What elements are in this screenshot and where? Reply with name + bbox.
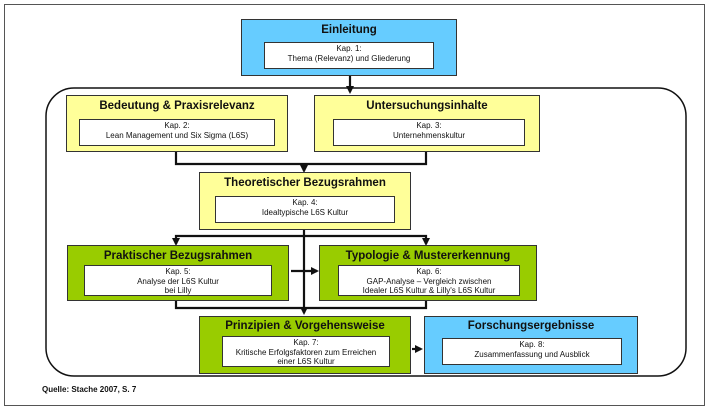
chapter-text: Idealer L6S Kultur & Lilly's L6S Kultur	[362, 286, 496, 295]
block-content: Kap. 8: Zusammenfassung und Ausblick	[442, 338, 622, 365]
chapter-text: Unternehmenskultur	[392, 130, 466, 140]
block-prinzipien: Prinzipien & Vorgehensweise Kap. 7: Krit…	[199, 316, 411, 374]
chapter-text: Thema (Relevanz) und Gliederung	[287, 53, 411, 63]
figure-frame	[4, 4, 705, 406]
chapter-text: Lean Management und Six Sigma (L6S)	[105, 130, 249, 140]
block-content: Kap. 5: Analyse der L6S Kultur bei Lilly	[84, 265, 272, 296]
chapter-text: Zusammenfassung und Ausblick	[474, 349, 590, 359]
block-content: Kap. 3: Unternehmenskultur	[333, 119, 525, 146]
block-forschung: Forschungsergebnisse Kap. 8: Zusammenfas…	[424, 316, 638, 374]
chapter-text: Idealtypische L6S Kultur	[261, 207, 349, 217]
block-title: Typologie & Mustererkennung	[345, 250, 511, 262]
block-content: Kap. 2: Lean Management und Six Sigma (L…	[79, 119, 275, 146]
block-title: Theoretischer Bezugsrahmen	[224, 177, 386, 189]
chapter-text: Kritische Erfolgsfaktoren zum Erreichen	[235, 347, 377, 357]
source-note: Quelle: Stache 2007, S. 7	[42, 385, 137, 394]
block-title: Prinzipien & Vorgehensweise	[225, 320, 385, 332]
connector-kap5-kap6-join	[174, 301, 428, 310]
block-content: Kap. 1: Thema (Relevanz) und Gliederung	[264, 42, 434, 69]
block-theoretisch: Theoretischer Bezugsrahmen Kap. 4: Ideal…	[199, 172, 411, 230]
connector-kap4-branch	[174, 234, 428, 243]
chapter-label: Kap. 5:	[165, 267, 191, 276]
chapter-text: bei Lilly	[164, 286, 192, 295]
block-title: Einleitung	[321, 24, 377, 36]
block-typologie: Typologie & Mustererkennung Kap. 6: GAP-…	[319, 245, 537, 301]
chapter-label: Kap. 3:	[416, 121, 442, 130]
block-content: Kap. 7: Kritische Erfolgsfaktoren zum Er…	[222, 336, 390, 367]
chapter-group-outline	[45, 87, 687, 377]
chapter-label: Kap. 7:	[293, 338, 319, 347]
chapter-text: Analyse der L6S Kultur	[137, 276, 219, 286]
block-praktisch: Praktischer Bezugsrahmen Kap. 5: Analyse…	[67, 245, 289, 301]
block-untersuchung: Untersuchungsinhalte Kap. 3: Unternehmen…	[314, 95, 540, 152]
block-title: Praktischer Bezugsrahmen	[103, 250, 253, 262]
chapter-label: Kap. 8:	[519, 340, 545, 349]
block-title: Forschungsergebnisse	[467, 320, 595, 332]
block-title: Untersuchungsinhalte	[366, 100, 488, 112]
block-content: Kap. 4: Idealtypische L6S Kultur	[215, 196, 395, 223]
chapter-label: Kap. 4:	[292, 198, 318, 207]
chapter-label: Kap. 6:	[416, 267, 442, 276]
chapter-label: Kap. 1:	[336, 44, 362, 53]
chapter-text: einer L6S Kultur	[277, 357, 335, 366]
block-bedeutung: Bedeutung & Praxisrelevanz Kap. 2: Lean …	[66, 95, 288, 152]
connector-kap2-kap3	[174, 152, 428, 166]
chapter-text: GAP-Analyse – Vergleich zwischen	[366, 276, 492, 286]
block-content: Kap. 6: GAP-Analyse – Vergleich zwischen…	[338, 265, 520, 296]
chapter-label: Kap. 2:	[164, 121, 190, 130]
block-title: Bedeutung & Praxisrelevanz	[99, 100, 255, 112]
block-einleitung: Einleitung Kap. 1: Thema (Relevanz) und …	[241, 19, 457, 76]
